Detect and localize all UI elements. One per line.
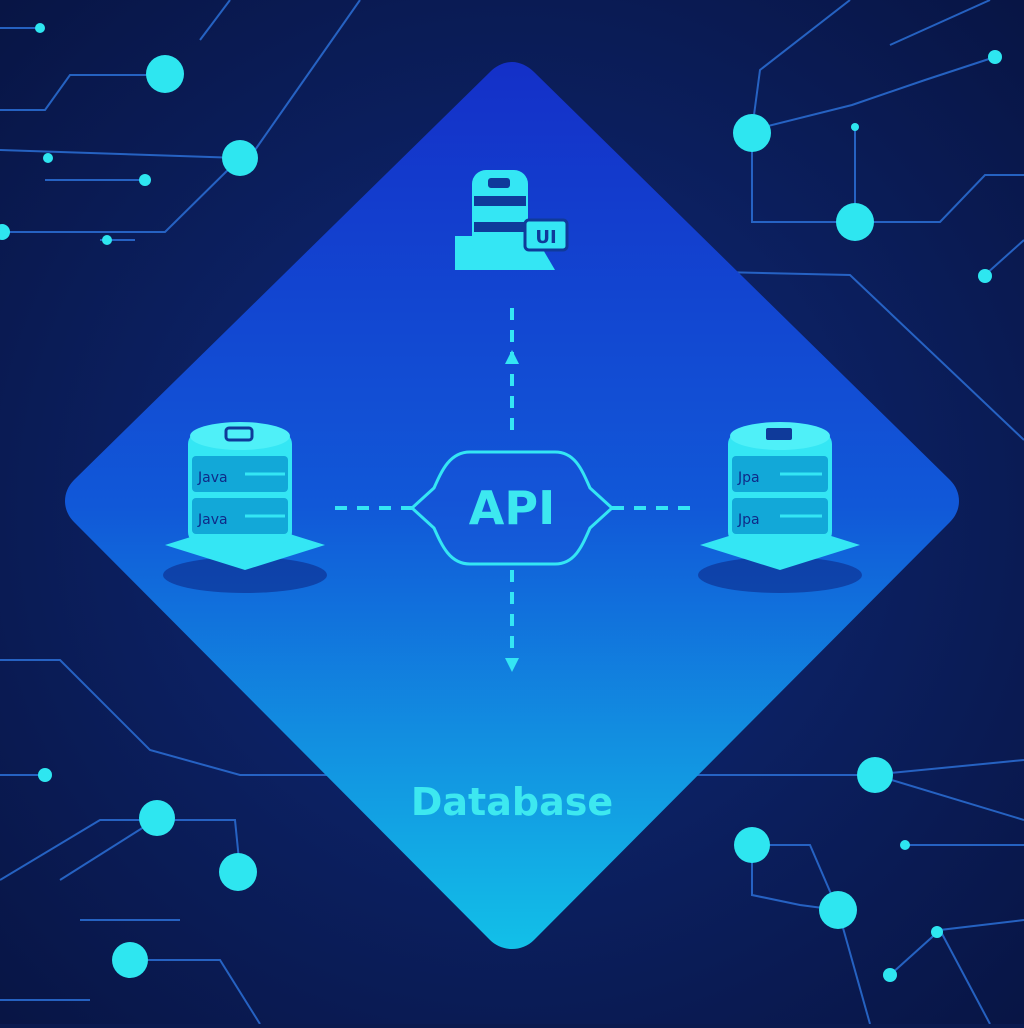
right-row-1-label: Jpa <box>737 470 760 486</box>
left-database-icon: Java Java <box>163 422 327 593</box>
database-label: Database <box>411 780 613 824</box>
ui-server-icon: UI <box>455 170 569 270</box>
diamond-panel <box>65 62 959 949</box>
left-row-1-label: Java <box>197 470 228 486</box>
right-database-icon: Jpa Jpa <box>698 422 862 593</box>
api-hub: API <box>409 450 615 566</box>
arrow-down-icon <box>505 658 519 672</box>
connectors <box>335 308 690 650</box>
circuit-nodes <box>0 23 1002 982</box>
arrow-up-icon <box>505 350 519 364</box>
api-label: API <box>469 481 555 535</box>
left-row-2-label: Java <box>197 512 228 528</box>
right-row-2-label: Jpa <box>737 512 760 528</box>
ui-badge-label: UI <box>535 227 556 248</box>
